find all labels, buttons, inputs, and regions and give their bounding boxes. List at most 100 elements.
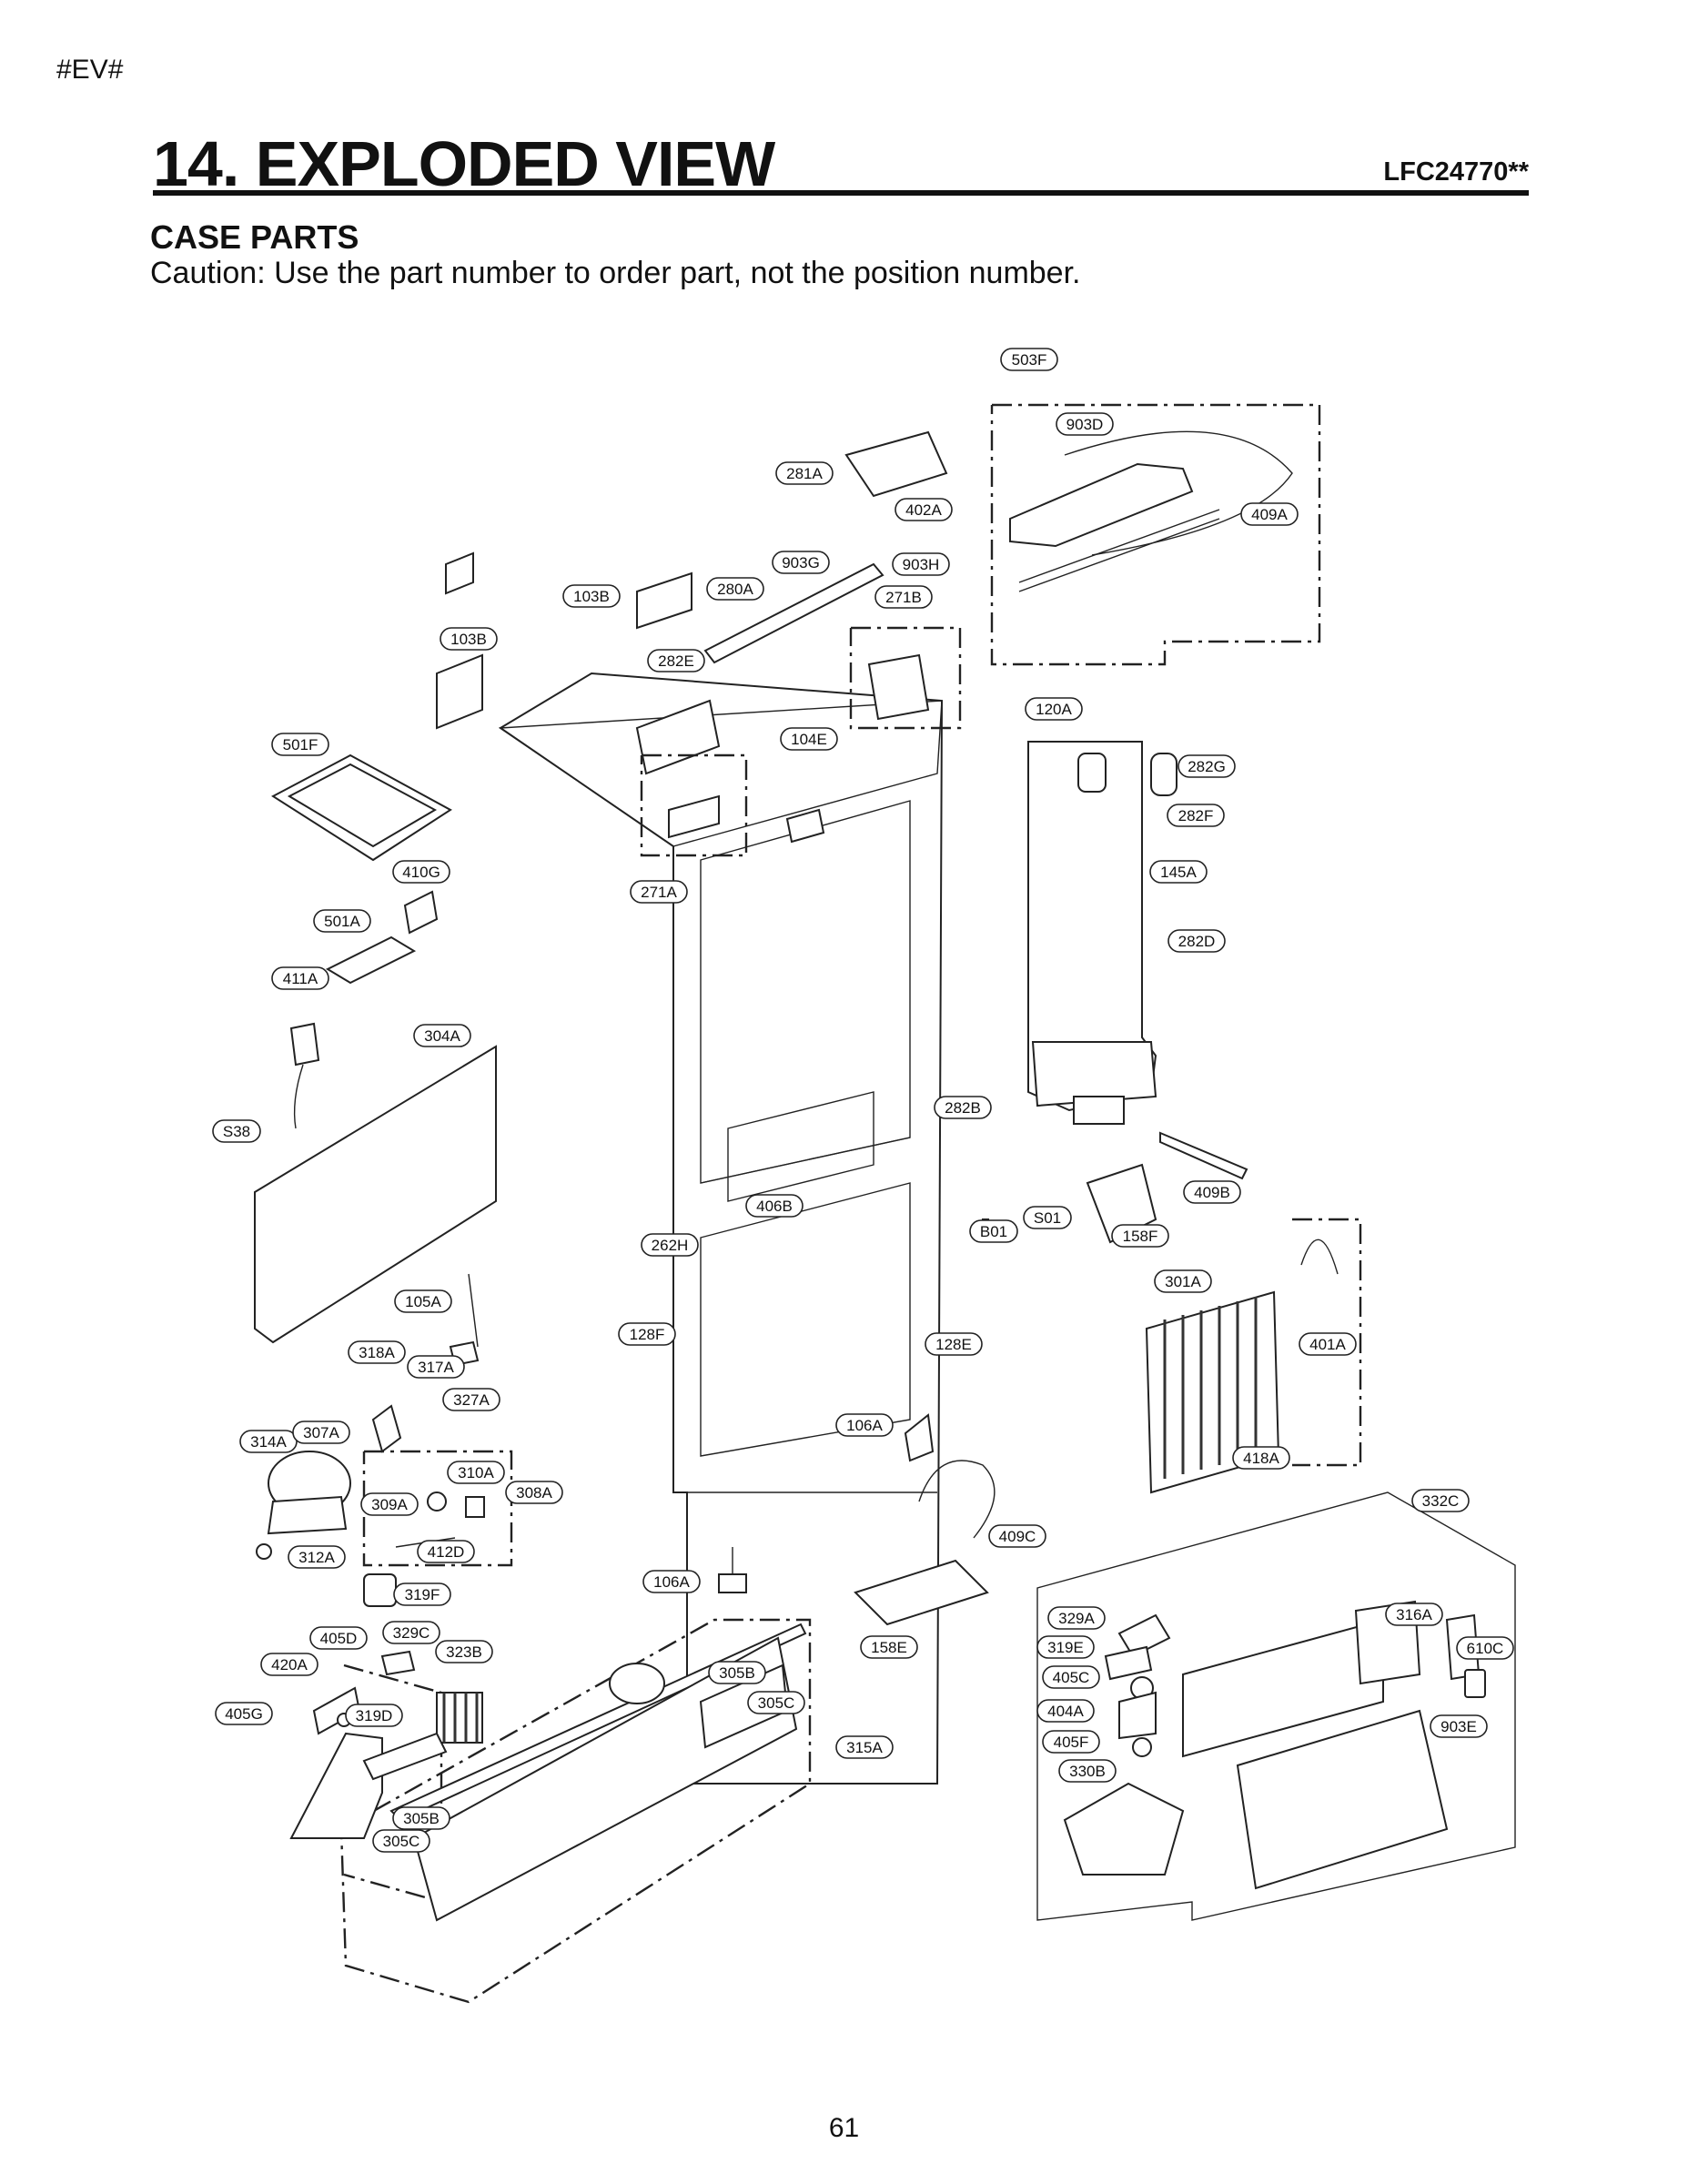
callout-text: 409B — [1194, 1184, 1230, 1201]
radiator-fins — [436, 1692, 483, 1744]
callout-text: 158E — [871, 1639, 907, 1656]
callout-frame — [1183, 1180, 1241, 1204]
top-cover-assembly — [1009, 430, 1293, 592]
callout-305c: 305C — [747, 1691, 805, 1714]
callout-329a: 329A — [1047, 1606, 1106, 1630]
callout-text: 329A — [1058, 1610, 1095, 1627]
callout-281a: 281A — [775, 461, 834, 485]
callout-307a: 307A — [292, 1421, 350, 1444]
callout-text: S01 — [1034, 1209, 1061, 1227]
callout-text: 501A — [324, 913, 360, 930]
callout-text: 329C — [393, 1624, 430, 1642]
callout-314a: 314A — [239, 1430, 298, 1453]
callout-frame — [1167, 929, 1226, 953]
callout-frame — [745, 1194, 804, 1218]
callout-304a: 304A — [413, 1024, 471, 1047]
callout-frame — [1430, 1714, 1488, 1738]
callout-text: 128E — [935, 1336, 972, 1353]
callout-frame — [407, 1355, 465, 1379]
callout-frame — [1036, 1699, 1095, 1723]
callout-318a: 318A — [348, 1340, 406, 1364]
page-number: 61 — [828, 2113, 860, 2143]
dashed-groups — [339, 403, 1362, 2004]
callout-text: 418A — [1243, 1450, 1279, 1467]
callout-frame — [562, 584, 621, 608]
callout-frame — [271, 733, 329, 756]
callout-text: 327A — [453, 1391, 490, 1409]
callout-text: 309A — [371, 1496, 408, 1513]
callout-text: 145A — [1160, 864, 1197, 881]
callout-frame — [1025, 697, 1083, 721]
callout-text: 308A — [516, 1484, 552, 1502]
callout-frame — [212, 1119, 261, 1143]
callout-frame — [934, 1096, 992, 1119]
callout-frame — [215, 1702, 273, 1725]
callout-text: 405G — [225, 1705, 263, 1723]
callout-103b: 103B — [562, 584, 621, 608]
callout-frame — [1178, 754, 1236, 778]
callout-316a: 316A — [1385, 1603, 1443, 1626]
callout-frame — [1042, 1665, 1100, 1689]
callout-text: 282G — [1188, 758, 1226, 775]
left-parts — [254, 753, 497, 1453]
callout-text: 903D — [1066, 416, 1104, 433]
callout-frame — [393, 1582, 451, 1606]
callout-text: 271B — [885, 589, 922, 606]
callout-405c: 405C — [1042, 1665, 1100, 1689]
callout-text: 314A — [250, 1433, 287, 1451]
callout-305b: 305B — [392, 1806, 450, 1830]
callout-319e: 319E — [1036, 1635, 1095, 1659]
callout-frame — [874, 585, 933, 609]
callout-text: 305C — [383, 1833, 420, 1850]
callout-412d: 412D — [417, 1540, 475, 1563]
callout-text: 312A — [298, 1549, 335, 1566]
callout-405g: 405G — [215, 1702, 273, 1725]
callout-frame — [1000, 348, 1058, 371]
callout-106a: 106A — [642, 1570, 701, 1593]
callout-frame — [392, 1806, 450, 1830]
callout-501f: 501F — [271, 733, 329, 756]
callout-frame — [1385, 1603, 1443, 1626]
callout-frame — [1056, 412, 1114, 436]
callout-frame — [348, 1340, 406, 1364]
duct-assembly — [1027, 741, 1178, 1125]
callout-text: 307A — [303, 1424, 339, 1441]
callout-text: 610C — [1467, 1640, 1504, 1657]
callout-frame — [969, 1219, 1018, 1243]
callout-401a: 401A — [1299, 1332, 1357, 1356]
callout-409a: 409A — [1240, 502, 1299, 526]
callout-frame — [925, 1332, 983, 1356]
callout-b01: B01 — [969, 1219, 1018, 1243]
callout-310a: 310A — [447, 1461, 505, 1484]
callout-frame — [413, 1024, 471, 1047]
callout-frame — [1023, 1206, 1072, 1229]
callout-frame — [440, 627, 498, 651]
callout-312a: 312A — [288, 1545, 346, 1569]
callout-158e: 158E — [860, 1635, 918, 1659]
callout-262h: 262H — [641, 1233, 699, 1257]
callout-323b: 323B — [435, 1640, 493, 1663]
callout-271b: 271B — [874, 585, 933, 609]
callout-frame — [1042, 1730, 1100, 1754]
callout-s01: S01 — [1023, 1206, 1072, 1229]
callout-text: 305B — [403, 1810, 440, 1827]
callout-frame — [1240, 502, 1299, 526]
callout-105a: 105A — [394, 1289, 452, 1313]
callout-frame — [417, 1540, 475, 1563]
callout-frame — [442, 1388, 500, 1411]
callout-405d: 405D — [309, 1626, 368, 1650]
callout-text: 405C — [1053, 1669, 1090, 1686]
callout-text: 305C — [758, 1694, 795, 1712]
callout-text: 319E — [1047, 1639, 1084, 1656]
callout-text: S38 — [223, 1123, 250, 1140]
callout-409b: 409B — [1183, 1180, 1241, 1204]
callout-frame — [372, 1829, 430, 1853]
callout-280a: 280A — [706, 577, 764, 601]
callout-301a: 301A — [1154, 1269, 1212, 1293]
callout-frame — [618, 1322, 676, 1346]
cabinet-drawing — [498, 672, 944, 1785]
callout-frame — [835, 1735, 894, 1759]
callout-frame — [641, 1233, 699, 1257]
callout-410g: 410G — [392, 860, 450, 884]
callout-text: 262H — [652, 1237, 689, 1254]
